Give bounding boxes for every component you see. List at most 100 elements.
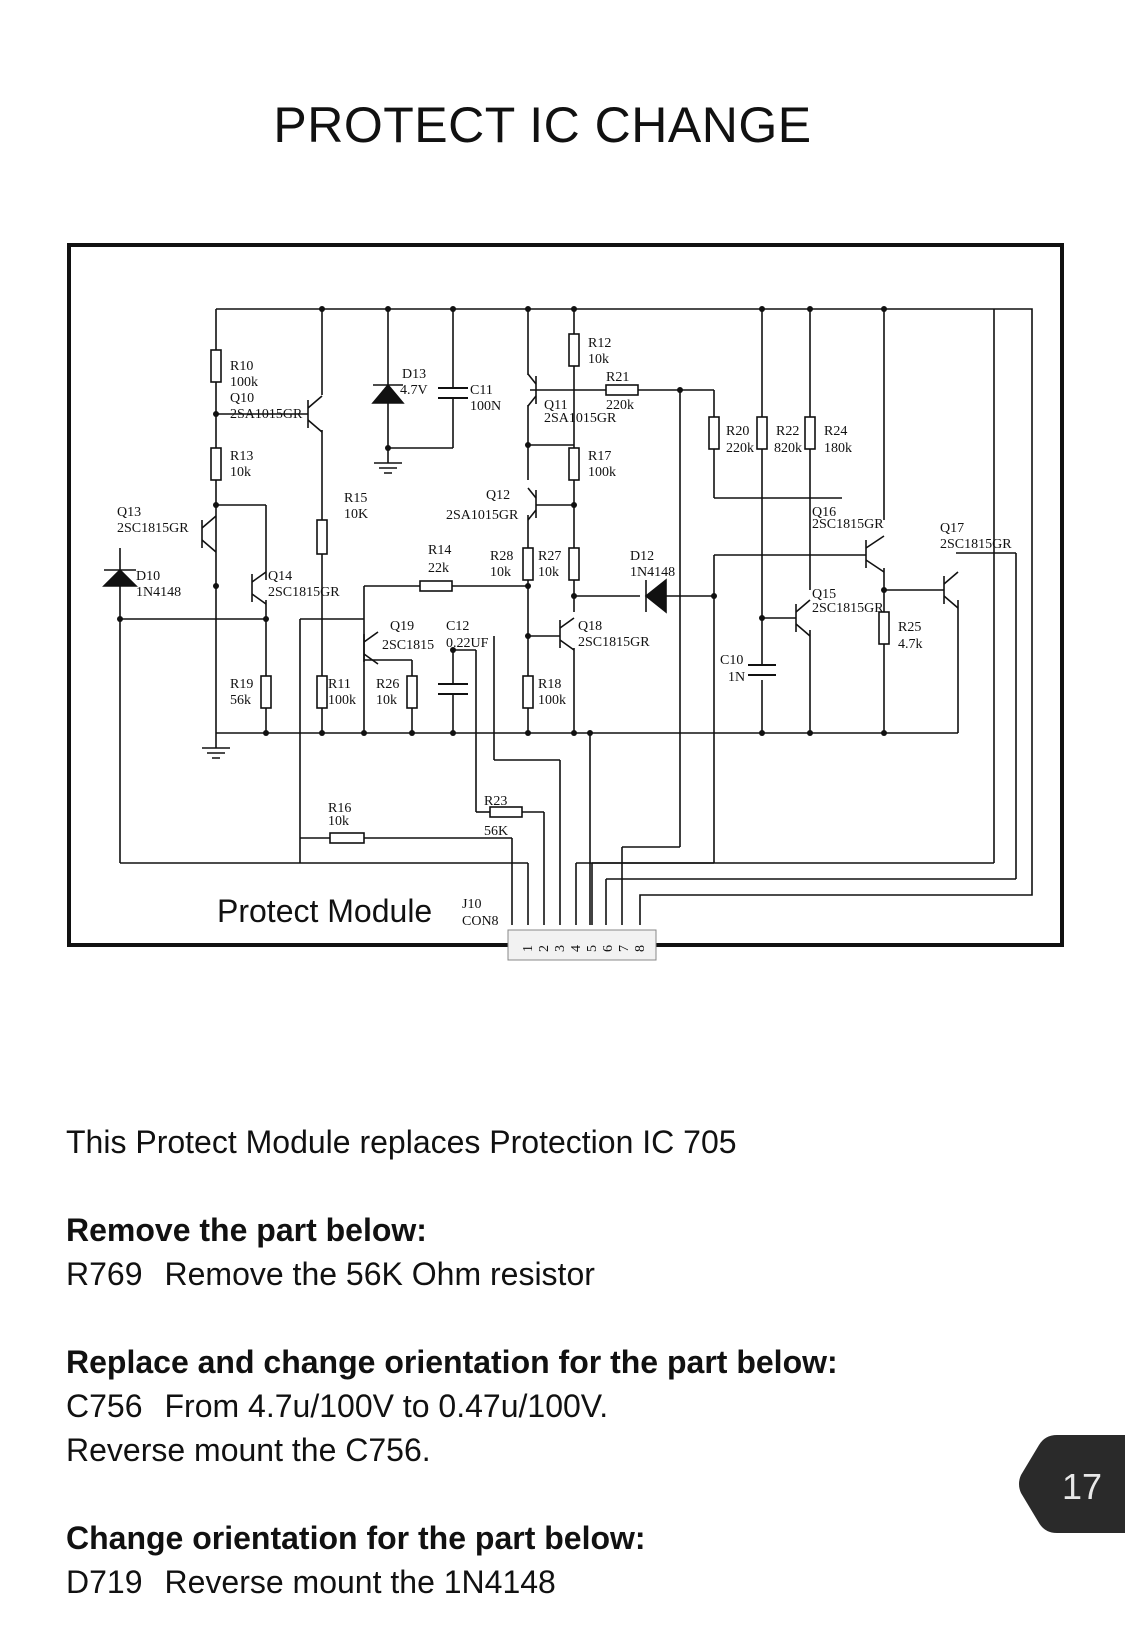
svg-text:Q12: Q12 xyxy=(486,488,510,503)
svg-text:2SA1015GR: 2SA1015GR xyxy=(446,508,519,523)
svg-text:100k: 100k xyxy=(538,693,566,708)
svg-text:R25: R25 xyxy=(898,620,921,635)
svg-text:2SC1815GR: 2SC1815GR xyxy=(812,601,884,616)
svg-text:R11: R11 xyxy=(328,677,351,692)
svg-text:R23: R23 xyxy=(484,794,507,809)
svg-text:R14: R14 xyxy=(428,543,451,558)
intro-text: This Protect Module replaces Protection … xyxy=(66,1124,737,1160)
replace-heading: Replace and change orientation for the p… xyxy=(66,1344,838,1380)
svg-text:10k: 10k xyxy=(490,565,511,580)
svg-text:2SA1015GR: 2SA1015GR xyxy=(544,411,617,426)
svg-text:C10: C10 xyxy=(720,653,743,668)
svg-text:10k: 10k xyxy=(328,814,349,829)
svg-text:R17: R17 xyxy=(588,449,611,464)
svg-text:R28: R28 xyxy=(490,549,513,564)
svg-text:R24: R24 xyxy=(824,424,847,439)
component-labels: R10 100k Q10 2SA1015GR R13 10k Q13 2SC18… xyxy=(117,336,1012,929)
svg-text:100k: 100k xyxy=(328,693,356,708)
label-R10: R10 xyxy=(230,359,253,374)
replace-text-2: Reverse mount the C756. xyxy=(66,1432,431,1468)
svg-text:2SC1815GR: 2SC1815GR xyxy=(268,585,340,600)
svg-text:10k: 10k xyxy=(588,352,609,367)
svg-text:Q15: Q15 xyxy=(812,587,836,602)
svg-text:R19: R19 xyxy=(230,677,253,692)
svg-text:Q11: Q11 xyxy=(544,398,568,413)
connector-type: CON8 xyxy=(462,914,499,929)
svg-text:2: 2 xyxy=(537,945,552,952)
svg-text:R21: R21 xyxy=(606,370,629,385)
svg-text:R16: R16 xyxy=(328,801,351,816)
svg-text:180k: 180k xyxy=(824,441,852,456)
svg-text:220k: 220k xyxy=(606,398,634,413)
svg-text:Q19: Q19 xyxy=(390,619,414,634)
orient-heading: Change orientation for the part below: xyxy=(66,1520,646,1556)
svg-text:2SC1815GR: 2SC1815GR xyxy=(117,521,189,536)
svg-text:1N4148: 1N4148 xyxy=(630,565,675,580)
page-title: PROTECT IC CHANGE xyxy=(273,97,812,153)
svg-text:2SC1815GR: 2SC1815GR xyxy=(578,635,650,650)
page-number-tab xyxy=(1019,1435,1125,1533)
page-number: 17 xyxy=(1062,1466,1103,1507)
protect-module-schematic: R10 100k Q10 2SA1015GR R13 10k Q13 2SC18… xyxy=(102,306,1033,961)
svg-text:R18: R18 xyxy=(538,677,561,692)
svg-text:R13: R13 xyxy=(230,449,253,464)
svg-text:2SC1815GR: 2SC1815GR xyxy=(940,537,1012,552)
svg-text:1N: 1N xyxy=(728,670,745,685)
orient-text: Reverse mount the 1N4148 xyxy=(164,1564,556,1600)
svg-text:5: 5 xyxy=(585,945,600,952)
svg-text:R12: R12 xyxy=(588,336,611,351)
svg-text:3: 3 xyxy=(553,945,568,952)
svg-text:R26: R26 xyxy=(376,677,399,692)
svg-text:R15: R15 xyxy=(344,491,367,506)
orient-ref: D719 xyxy=(66,1564,143,1600)
svg-text:820k: 820k xyxy=(774,441,802,456)
svg-text:4: 4 xyxy=(569,945,584,952)
module-label: Protect Module xyxy=(217,893,433,929)
remove-ref: R769 xyxy=(66,1256,143,1292)
svg-text:10K: 10K xyxy=(344,507,368,522)
svg-text:D12: D12 xyxy=(630,549,654,564)
svg-text:Q13: Q13 xyxy=(117,505,141,520)
svg-text:56K: 56K xyxy=(484,824,508,839)
svg-text:C11: C11 xyxy=(470,383,493,398)
replace-text: From 4.7u/100V to 0.47u/100V. xyxy=(164,1388,609,1424)
svg-text:4.7k: 4.7k xyxy=(898,637,923,652)
svg-text:4.7V: 4.7V xyxy=(400,383,428,398)
svg-text:D13: D13 xyxy=(402,367,426,382)
svg-text:1: 1 xyxy=(521,945,536,952)
remove-text: Remove the 56K Ohm resistor xyxy=(164,1256,595,1292)
connector-pins: 1 2 3 4 5 6 7 8 xyxy=(521,945,648,952)
svg-text:2SC1815GR: 2SC1815GR xyxy=(812,517,884,532)
connector-ref: J10 xyxy=(462,897,481,912)
svg-text:C12: C12 xyxy=(446,619,469,634)
svg-text:100k: 100k xyxy=(588,465,616,480)
svg-text:220k: 220k xyxy=(726,441,754,456)
svg-text:Q17: Q17 xyxy=(940,521,964,536)
svg-text:Q10: Q10 xyxy=(230,391,254,406)
svg-text:0.22UF: 0.22UF xyxy=(446,636,489,651)
svg-text:2SC1815: 2SC1815 xyxy=(382,638,434,653)
svg-text:56k: 56k xyxy=(230,693,251,708)
svg-text:22k: 22k xyxy=(428,561,449,576)
svg-text:10k: 10k xyxy=(538,565,559,580)
svg-text:Q18: Q18 xyxy=(578,619,602,634)
svg-text:Q14: Q14 xyxy=(268,569,292,584)
svg-text:R27: R27 xyxy=(538,549,561,564)
svg-text:1N4148: 1N4148 xyxy=(136,585,181,600)
instructions: This Protect Module replaces Protection … xyxy=(66,1120,838,1604)
svg-text:8: 8 xyxy=(633,945,648,952)
svg-text:R20: R20 xyxy=(726,424,749,439)
connector-j10 xyxy=(507,929,657,961)
svg-text:10k: 10k xyxy=(376,693,397,708)
svg-text:2SA1015GR: 2SA1015GR xyxy=(230,407,303,422)
svg-text:Q16: Q16 xyxy=(812,505,836,520)
svg-text:D10: D10 xyxy=(136,569,160,584)
svg-text:100N: 100N xyxy=(470,399,501,414)
svg-text:10k: 10k xyxy=(230,465,251,480)
svg-text:100k: 100k xyxy=(230,375,258,390)
replace-ref: C756 xyxy=(66,1388,143,1424)
remove-heading: Remove the part below: xyxy=(66,1212,427,1248)
svg-text:7: 7 xyxy=(617,945,632,952)
svg-text:6: 6 xyxy=(601,945,616,952)
svg-text:R22: R22 xyxy=(776,424,799,439)
